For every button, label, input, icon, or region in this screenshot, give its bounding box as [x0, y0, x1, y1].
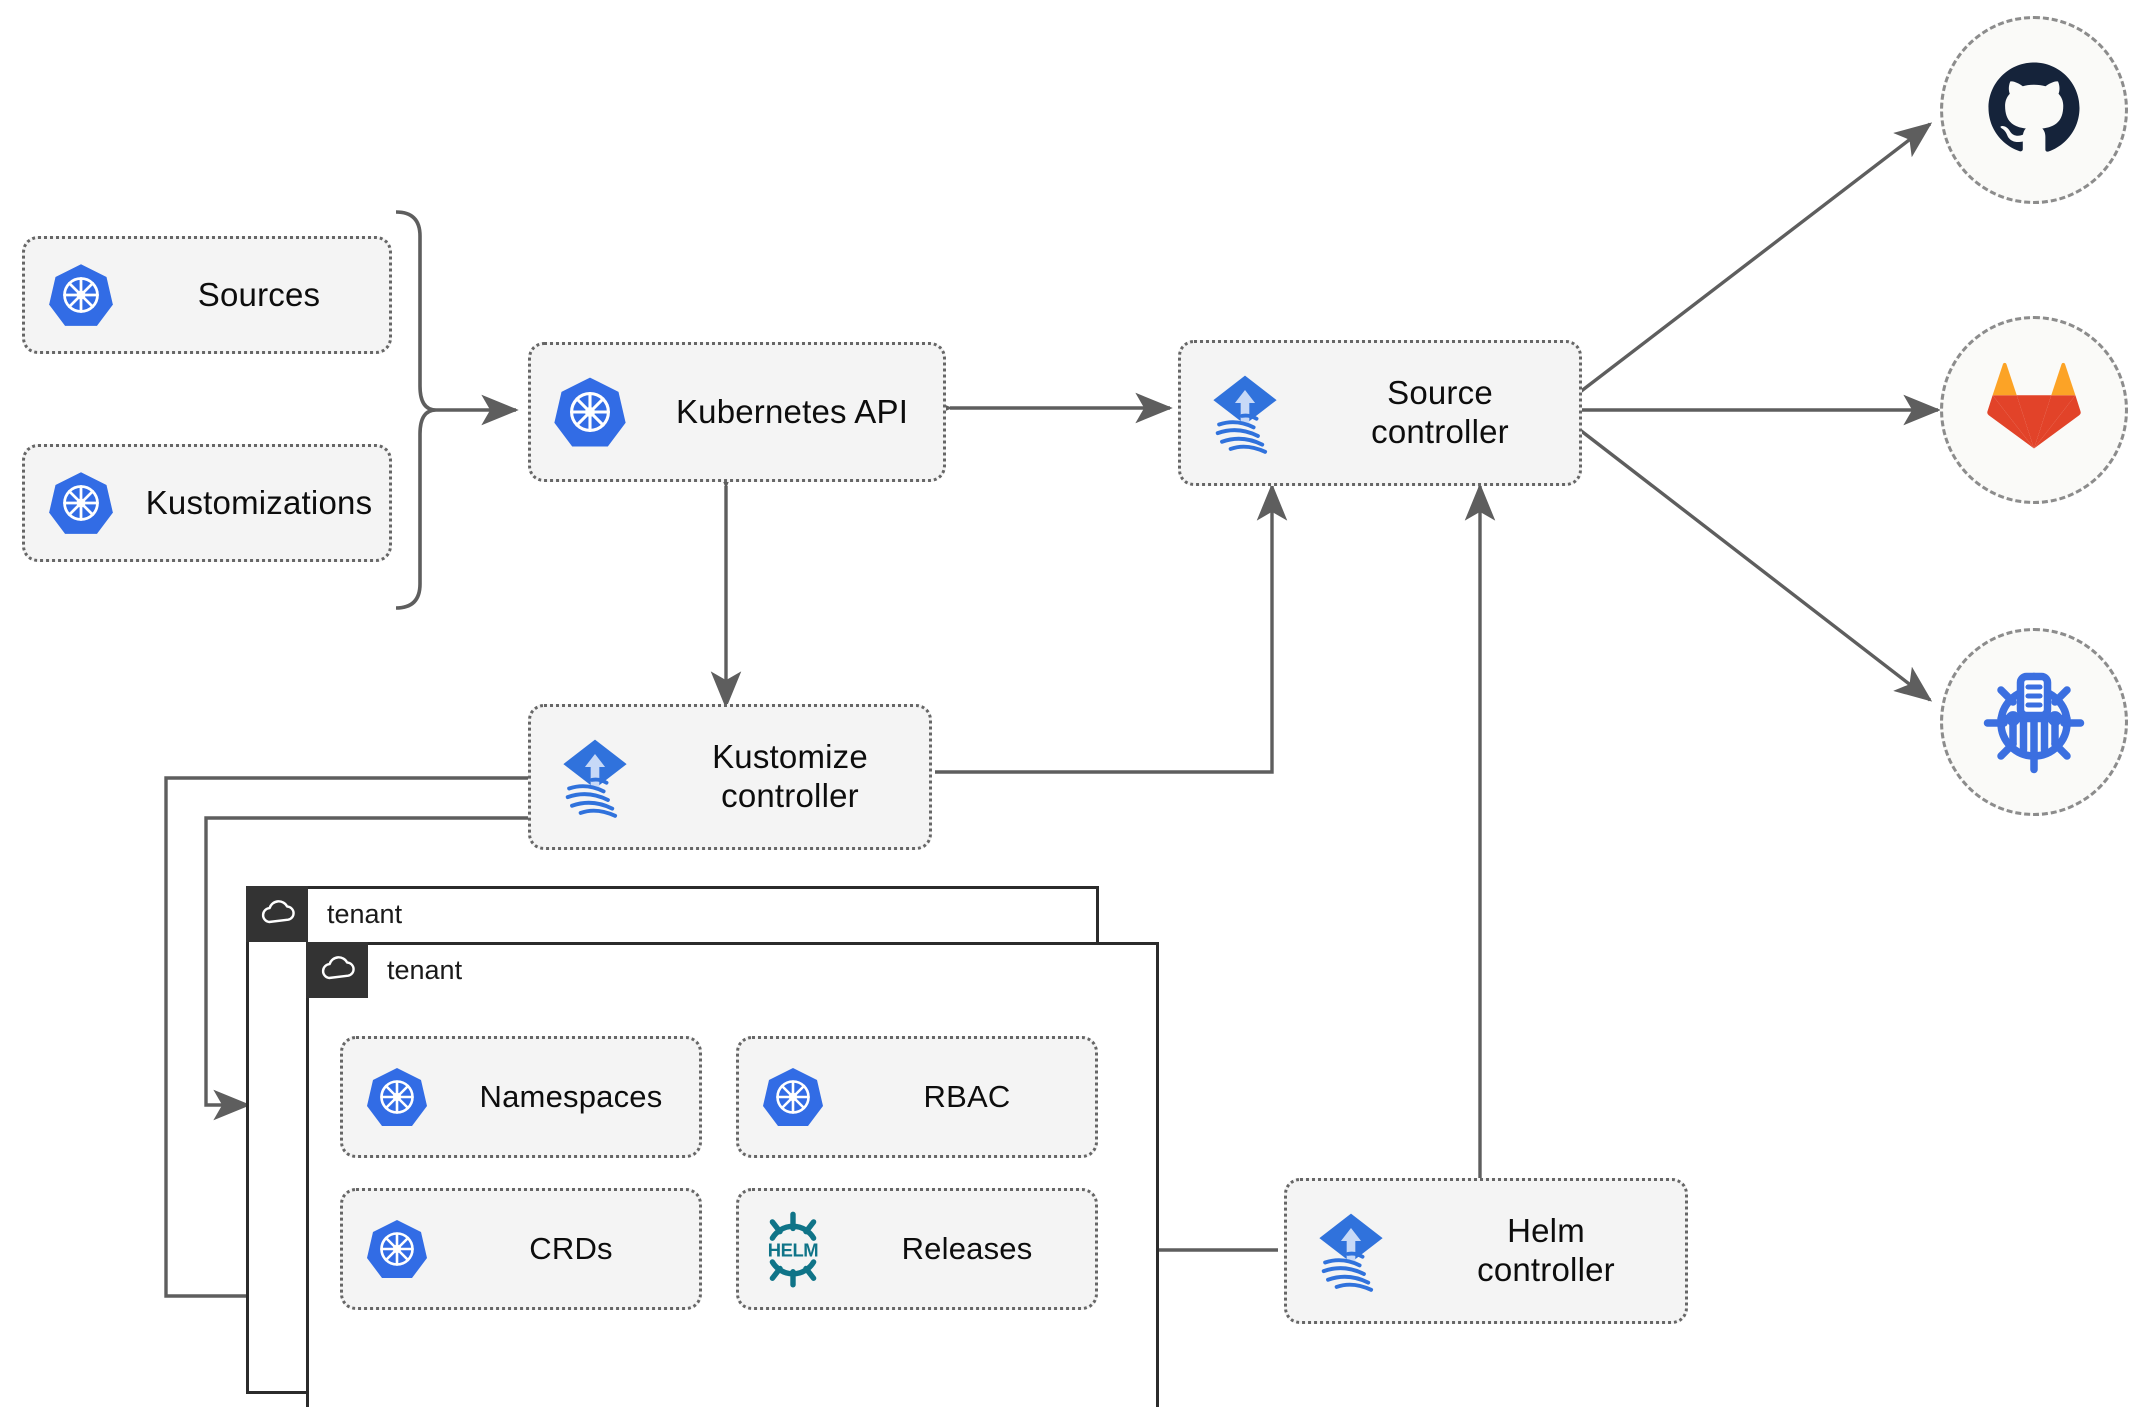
tenant-tab-1 — [246, 886, 308, 942]
repository-helm[interactable] — [1940, 628, 2128, 816]
repository-github[interactable] — [1940, 16, 2128, 204]
node-helm-controller[interactable]: Helm controller — [1284, 1178, 1688, 1324]
node-label: Helm controller — [1477, 1212, 1615, 1288]
node-releases[interactable]: HELM Releases — [736, 1188, 1098, 1310]
kubernetes-icon — [531, 374, 649, 450]
helm-repository-icon — [1980, 666, 2088, 779]
edge-kustomize-controller-to-source-controller — [935, 483, 1288, 774]
node-crds[interactable]: CRDs — [340, 1188, 702, 1310]
node-kubernetes-api[interactable]: Kubernetes API — [528, 342, 946, 482]
node-label: Kustomize controller — [712, 738, 868, 814]
tenant-label-1: tenant — [327, 898, 403, 929]
edge-source-controller-to-github — [1578, 122, 1933, 394]
kubernetes-icon — [343, 1065, 451, 1129]
kubernetes-icon — [343, 1217, 451, 1281]
tenant-panel-2[interactable]: tenant — [306, 942, 1159, 1407]
node-label: CRDs — [529, 1230, 613, 1266]
node-label: RBAC — [923, 1078, 1011, 1114]
kubernetes-icon — [25, 261, 137, 329]
node-kustomizations[interactable]: Kustomizations — [22, 444, 392, 562]
flux-icon — [531, 731, 659, 823]
node-source-controller[interactable]: Source controller — [1178, 340, 1582, 486]
node-sources[interactable]: Sources — [22, 236, 392, 354]
node-namespaces[interactable]: Namespaces — [340, 1036, 702, 1158]
node-label: Sources — [197, 275, 321, 313]
edge-brace-group — [395, 210, 437, 610]
tenant-label-2: tenant — [387, 954, 463, 985]
gitlab-icon — [1986, 362, 2082, 459]
helm-icon: HELM — [739, 1210, 847, 1288]
node-kustomize-controller[interactable]: Kustomize controller — [528, 704, 932, 850]
kubernetes-icon — [25, 469, 137, 537]
flux-icon — [1287, 1205, 1415, 1297]
node-label: Namespaces — [479, 1078, 663, 1114]
kubernetes-icon — [739, 1065, 847, 1129]
flux-icon — [1181, 367, 1309, 459]
node-label: Kustomizations — [145, 483, 373, 521]
svg-text:HELM: HELM — [768, 1240, 819, 1261]
cloud-icon — [258, 898, 298, 931]
node-label: Source controller — [1371, 374, 1509, 450]
node-label: Releases — [901, 1230, 1033, 1266]
tenant-tab-2 — [306, 942, 368, 998]
edge-source-controller-to-helm-repository — [1578, 428, 1933, 702]
github-icon — [1982, 56, 2086, 165]
cloud-icon — [318, 954, 358, 987]
node-label: Kubernetes API — [675, 392, 909, 430]
repository-gitlab[interactable] — [1940, 316, 2128, 504]
node-rbac[interactable]: RBAC — [736, 1036, 1098, 1158]
